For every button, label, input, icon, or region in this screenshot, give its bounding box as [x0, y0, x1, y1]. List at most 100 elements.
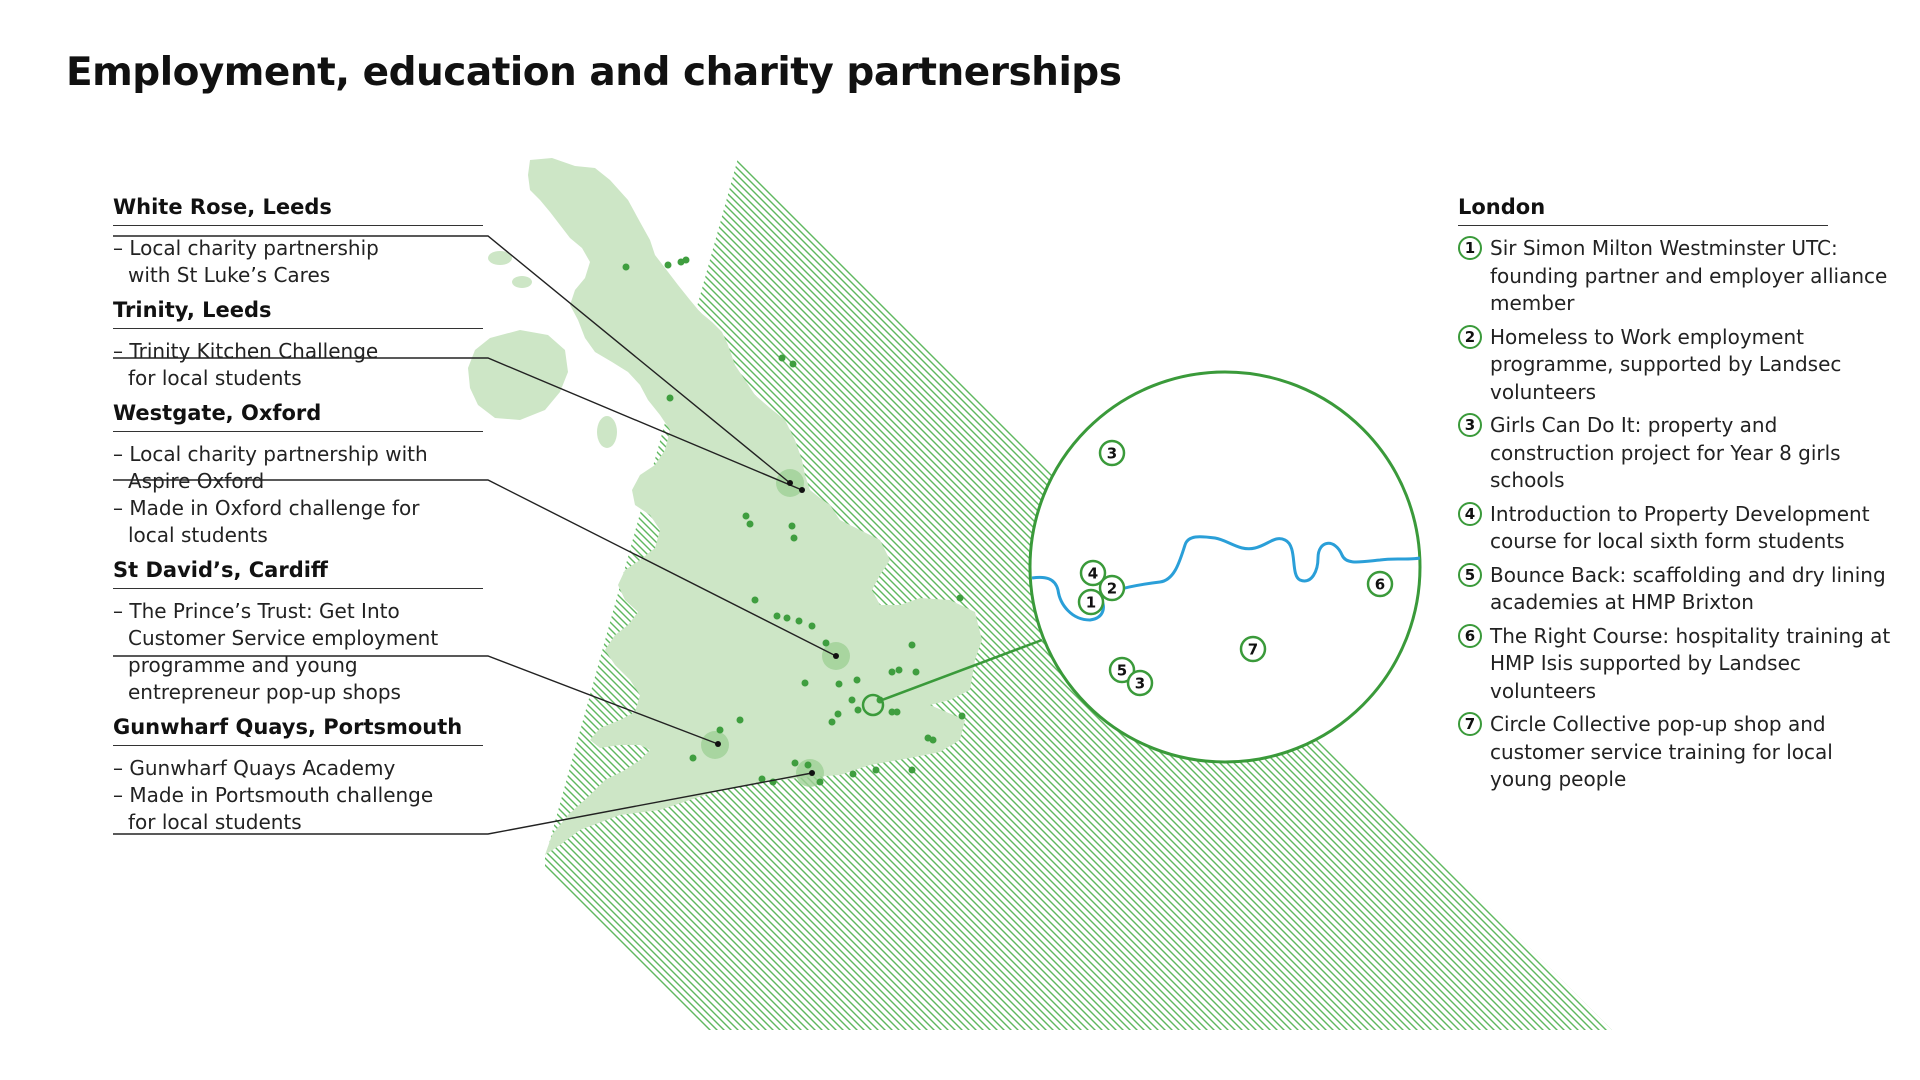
land-mass [468, 158, 982, 855]
number-badge: 4 [1458, 501, 1482, 526]
region-name: Gunwharf Quays, Portsmouth [113, 715, 483, 746]
hatch-line [545, 158, 768, 1030]
number-badge: 6 [1458, 623, 1482, 648]
inset-marker-circle [1079, 559, 1107, 587]
hatch-line [545, 158, 845, 1030]
hatch-line [545, 158, 908, 1030]
location-dot [895, 666, 903, 674]
location-dot [666, 394, 674, 402]
location-dot [682, 256, 690, 264]
number-badge: 2 [1458, 324, 1482, 349]
location-dot [758, 775, 766, 783]
leader-white-rose [113, 235, 791, 484]
leader-dot [833, 653, 839, 659]
location-dot [924, 734, 932, 742]
london-item: 6 The Right Course: hospitality training … [1458, 623, 1898, 706]
london-marker [861, 693, 885, 717]
hatch-line [545, 158, 1104, 1030]
hatch-line [545, 158, 1020, 1030]
island-shape [512, 276, 532, 288]
region-block: Trinity, Leeds – Trinity Kitchen Challeng… [113, 298, 553, 392]
inset-marker-label: 5 [1117, 662, 1127, 680]
location-dot [912, 668, 920, 676]
leader-gunwharf [113, 772, 813, 835]
hatch-line [548, 158, 1510, 1030]
number-badge: 3 [1458, 413, 1482, 437]
leader-lines [113, 235, 837, 835]
region-line: – Made in Portsmouth challenge [113, 783, 434, 807]
region-block: Gunwharf Quays, Portsmouth – Gunwharf Qua… [113, 715, 553, 836]
inset-marker-circle [1077, 588, 1105, 616]
london-item-text: Girls Can Do It: property and constructi… [1490, 413, 1841, 492]
region-line: – Local charity partnership [113, 236, 379, 260]
hatch-line [545, 158, 824, 1030]
region-line: Customer Service employment [128, 626, 439, 650]
location-dot [908, 766, 916, 774]
hatch-line [545, 158, 873, 1030]
location-dot [816, 778, 824, 786]
location-dot [872, 766, 880, 774]
region-block: Westgate, Oxford– Local charity partners… [113, 401, 553, 549]
london-item-text: Sir Simon Milton Westminster UTC: foundi… [1490, 236, 1888, 315]
region-block: White Rose, Leeds– Local charity partner… [113, 195, 553, 289]
region-description: – Gunwharf Quays Academy– Made in Portsm… [113, 755, 553, 836]
london-item: 3 Girls Can Do It: property and construct… [1458, 412, 1898, 495]
inset-marker-label: 6 [1375, 576, 1385, 594]
location-dot [848, 696, 856, 704]
location-dot [778, 354, 786, 362]
location-dot [835, 680, 843, 688]
hatch-line [545, 158, 817, 1030]
regions-panel: White Rose, Leeds– Local charity partner… [113, 195, 553, 845]
london-item-text: Homeless to Work employment programme, s… [1490, 324, 1842, 404]
region-name: St David’s, Cardiff [113, 558, 483, 589]
hatch-line [545, 158, 922, 1030]
region-line: – Trinity Kitchen Challenge [113, 339, 379, 363]
london-item-text: Bounce Back: scaffolding and dry lining … [1490, 562, 1886, 615]
inset-marker-label: 3 [1135, 675, 1145, 693]
number-badge: 5 [1458, 562, 1482, 587]
hatch-line [545, 158, 978, 1030]
inset-marker: 7 [1239, 635, 1267, 663]
inset-marker-circle [1126, 669, 1154, 697]
inset-marker: 3 [1098, 439, 1126, 467]
inset-marker-label: 7 [1248, 641, 1258, 659]
location-dot [751, 596, 759, 604]
inset-marker-circle [1108, 656, 1136, 684]
inset-marker: 1 [1077, 588, 1105, 616]
hatch-line [545, 158, 1006, 1030]
region-name: Trinity, Leeds [113, 298, 483, 329]
hatch-line [545, 158, 1013, 1030]
location-dot [804, 761, 812, 769]
scotland-shape [528, 158, 982, 855]
london-item: 5 Bounce Back: scaffolding and dry lining… [1458, 562, 1898, 617]
location-dots [622, 256, 966, 786]
location-dot [791, 759, 799, 767]
location-dot [790, 534, 798, 542]
city-highlights [701, 469, 850, 787]
inset-marker: 3 [1126, 669, 1154, 697]
location-dot [746, 520, 754, 528]
leader-dot [715, 741, 721, 747]
hatch-line [545, 158, 915, 1030]
inset-marker-circle [1239, 635, 1267, 663]
hatch-line [545, 158, 894, 1030]
region-line: entrepreneur pop-up shops [128, 680, 401, 704]
hatch-line [545, 158, 999, 1030]
inset-marker: 5 [1108, 656, 1136, 684]
region-line: programme and young [128, 653, 358, 677]
inset-marker-circle [1098, 574, 1126, 602]
location-dot [716, 726, 724, 734]
hatch-line [545, 158, 866, 1030]
location-dot [795, 617, 803, 625]
region-line: local students [128, 523, 268, 547]
hatch-line [545, 158, 943, 1030]
inset-marker: 4 [1079, 559, 1107, 587]
region-line: – Made in Oxford challenge for [113, 496, 420, 520]
london-item-text: The Right Course: hospitality training a… [1490, 623, 1891, 703]
region-block: St David’s, Cardiff – The Prince’s Trust:… [113, 558, 553, 706]
